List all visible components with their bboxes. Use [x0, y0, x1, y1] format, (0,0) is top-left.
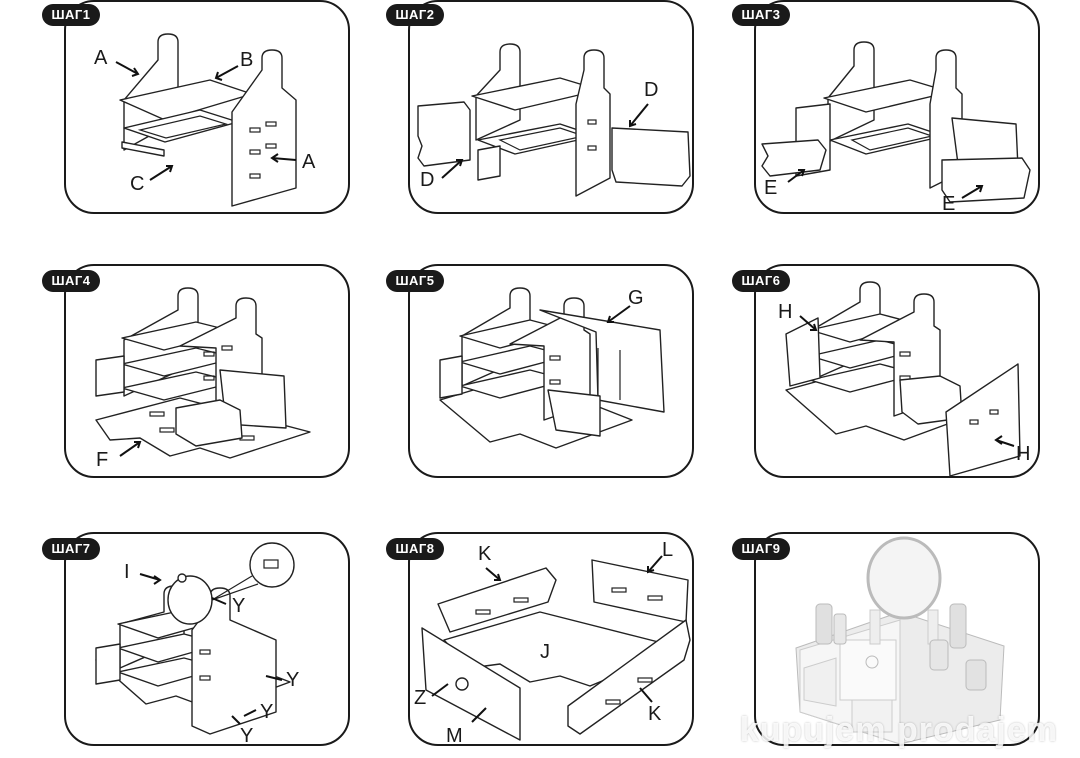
label-i: I — [124, 561, 130, 583]
label-h: H — [1016, 443, 1030, 465]
label-e: E — [942, 193, 955, 215]
step-9-badge: ШАГ9 — [732, 538, 790, 560]
label-a: A — [302, 151, 316, 173]
label-y: Y — [240, 725, 253, 747]
step-7-badge: ШАГ7 — [42, 538, 100, 560]
label-h: H — [778, 301, 792, 323]
label-c: C — [130, 173, 144, 195]
step-8-badge: ШАГ8 — [386, 538, 444, 560]
label-k: K — [648, 703, 662, 725]
label-z: Z — [414, 687, 426, 709]
step-2-badge: ШАГ2 — [386, 4, 444, 26]
label-e: E — [764, 177, 777, 199]
watermark: kupujem prodajem — [739, 711, 1058, 749]
step-4-badge: ШАГ4 — [42, 270, 100, 292]
label-b: B — [240, 49, 253, 71]
label-y: Y — [232, 595, 245, 617]
label-k: K — [478, 543, 492, 565]
step-5-badge: ШАГ5 — [386, 270, 444, 292]
step-6-badge: ШАГ6 — [732, 270, 790, 292]
label-y: Y — [286, 669, 299, 691]
step-1-badge: ШАГ1 — [42, 4, 100, 26]
label-g: G — [628, 287, 644, 309]
label-d: D — [644, 79, 658, 101]
label-f: F — [96, 449, 108, 471]
label-d: D — [420, 169, 434, 191]
label-m: M — [446, 725, 463, 747]
label-l: L — [662, 539, 673, 561]
step-3-badge: ШАГ3 — [732, 4, 790, 26]
label-j: J — [540, 641, 550, 663]
label-y: Y — [260, 701, 273, 723]
label-a: A — [94, 47, 108, 69]
